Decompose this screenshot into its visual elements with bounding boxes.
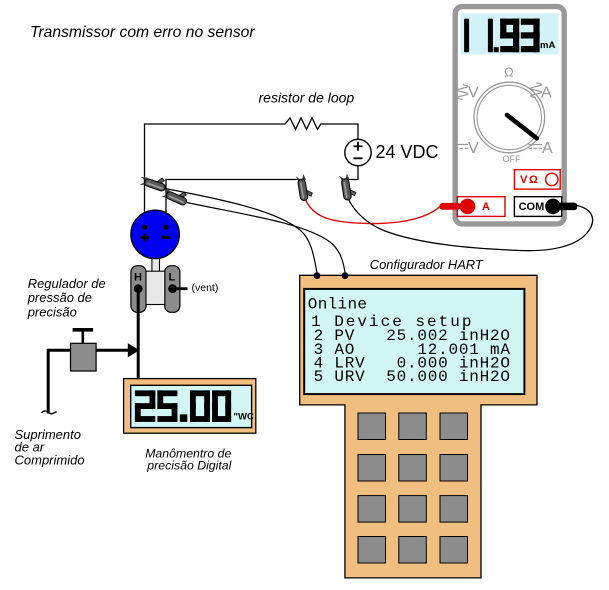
svg-text:mA: mA — [540, 40, 555, 51]
svg-text:H: H — [134, 272, 142, 284]
svg-text:3 AO 12.001 mA: 3 AO 12.001 mA — [303, 341, 511, 359]
svg-text:1 Device setup: 1 Device setup — [299, 313, 473, 331]
svg-text:4 LRV 0.000 inH2O: 4 LRV 0.000 inH2O — [303, 355, 511, 373]
svg-text:V: V — [520, 174, 528, 186]
svg-text:pressão de: pressão de — [27, 290, 92, 305]
svg-text:2 PV 25.002 inH2O: 2 PV 25.002 inH2O — [303, 327, 511, 345]
svg-text:Suprimento: Suprimento — [15, 427, 81, 442]
svg-text:Comprimido: Comprimido — [15, 453, 85, 468]
svg-text:resistor de loop: resistor de loop — [259, 89, 355, 105]
svg-text:COM: COM — [519, 201, 545, 213]
svg-text:OFF: OFF — [503, 154, 521, 164]
svg-text:"WC: "WC — [234, 412, 254, 423]
svg-text:A: A — [542, 140, 553, 157]
svg-text:Regulador de: Regulador de — [28, 276, 106, 291]
svg-text:L: L — [169, 272, 176, 284]
svg-text:V: V — [468, 140, 479, 157]
svg-text:5 URV 50.000 inH2O: 5 URV 50.000 inH2O — [303, 368, 511, 386]
svg-text:A: A — [541, 85, 552, 102]
svg-text:Ω: Ω — [504, 65, 514, 80]
svg-text:24 VDC: 24 VDC — [376, 142, 439, 162]
svg-text:Manômentro de: Manômentro de — [145, 446, 231, 460]
svg-text:A: A — [482, 201, 490, 213]
svg-text:Ω: Ω — [529, 174, 538, 186]
svg-text:Configurador HART: Configurador HART — [370, 257, 484, 272]
svg-text:V: V — [468, 85, 479, 102]
svg-text:de ar: de ar — [15, 440, 45, 455]
svg-text:Transmissor com erro no sensor: Transmissor com erro no sensor — [30, 24, 255, 41]
svg-text:precisão Digital: precisão Digital — [146, 458, 232, 472]
svg-text:Online: Online — [308, 295, 368, 313]
svg-text:precisão: precisão — [27, 305, 77, 320]
svg-text:(vent): (vent) — [192, 282, 219, 294]
